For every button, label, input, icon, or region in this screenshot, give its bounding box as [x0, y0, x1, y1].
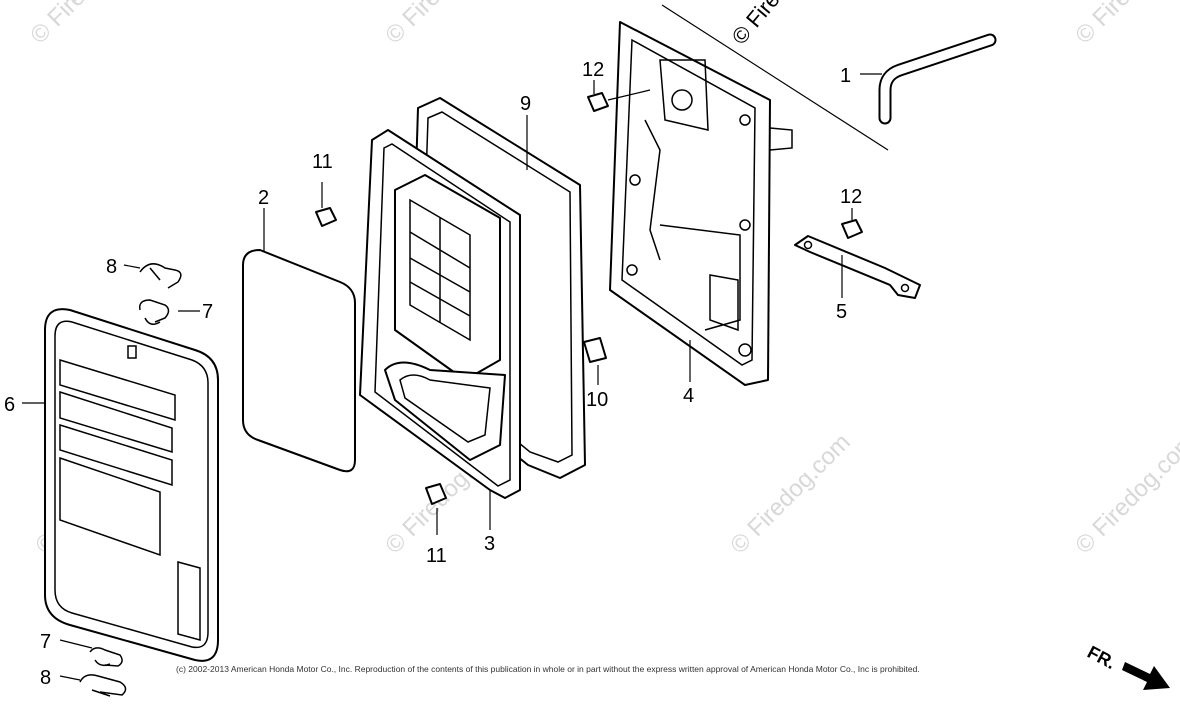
- nut-11-bottom: [425, 483, 447, 505]
- front-direction-indicator: FR.: [1084, 642, 1170, 690]
- part-3-holder: [359, 129, 521, 499]
- part-1-tube: [878, 33, 997, 125]
- callout-2: 2: [258, 187, 269, 209]
- clip-8-bottom: [79, 674, 127, 697]
- leader-lines: [22, 80, 853, 681]
- nut-12-right: [841, 219, 863, 239]
- grommet-10: [583, 337, 607, 363]
- callout-1: 1: [840, 65, 851, 87]
- part-4-case: [609, 21, 793, 386]
- bracket-line: [661, 4, 889, 151]
- copyright-notice: (c) 2002-2013 American Honda Motor Co., …: [176, 664, 920, 674]
- clip-7-top: [138, 299, 170, 325]
- direction-arrow-icon: [1122, 662, 1170, 690]
- callout-11-top: 11: [312, 151, 333, 173]
- watermark-2: © Firedog.com: [380, 0, 511, 49]
- callout-7-top: 7: [202, 301, 213, 323]
- callout-11-bottom: 11: [426, 545, 447, 567]
- part-5-bracket: [794, 235, 921, 299]
- part-6-cover: [44, 308, 219, 662]
- watermark-top: © Firedog.com: [727, 0, 839, 49]
- clip-8-top: [139, 263, 182, 289]
- nut-12-top: [587, 92, 609, 112]
- callout-labels: 1 2 3 4 5 6 7 7 8 8 9 10 11 11 12 12: [4, 59, 862, 689]
- watermark-6: © Firedog.com: [725, 429, 856, 560]
- watermark-1: © Firedog.com: [25, 0, 156, 49]
- direction-label: FR.: [1084, 642, 1119, 673]
- callout-9: 9: [520, 93, 531, 115]
- callout-10: 10: [586, 389, 608, 411]
- part-2-filter: [242, 249, 356, 473]
- callout-12-right: 12: [840, 186, 862, 208]
- watermark-7: © Firedog.com: [1070, 429, 1180, 560]
- callout-8-bottom: 8: [40, 667, 51, 689]
- clip-7-bottom: [89, 647, 123, 667]
- callout-6: 6: [4, 394, 15, 416]
- callout-3: 3: [484, 533, 495, 555]
- callout-12-top: 12: [582, 59, 604, 81]
- callout-4: 4: [683, 385, 694, 407]
- watermark-3: © Firedog.com: [1070, 0, 1180, 49]
- nut-11-top: [315, 207, 337, 227]
- callout-8-top: 8: [106, 256, 117, 278]
- callout-7-bottom: 7: [40, 631, 51, 653]
- callout-5: 5: [836, 301, 847, 323]
